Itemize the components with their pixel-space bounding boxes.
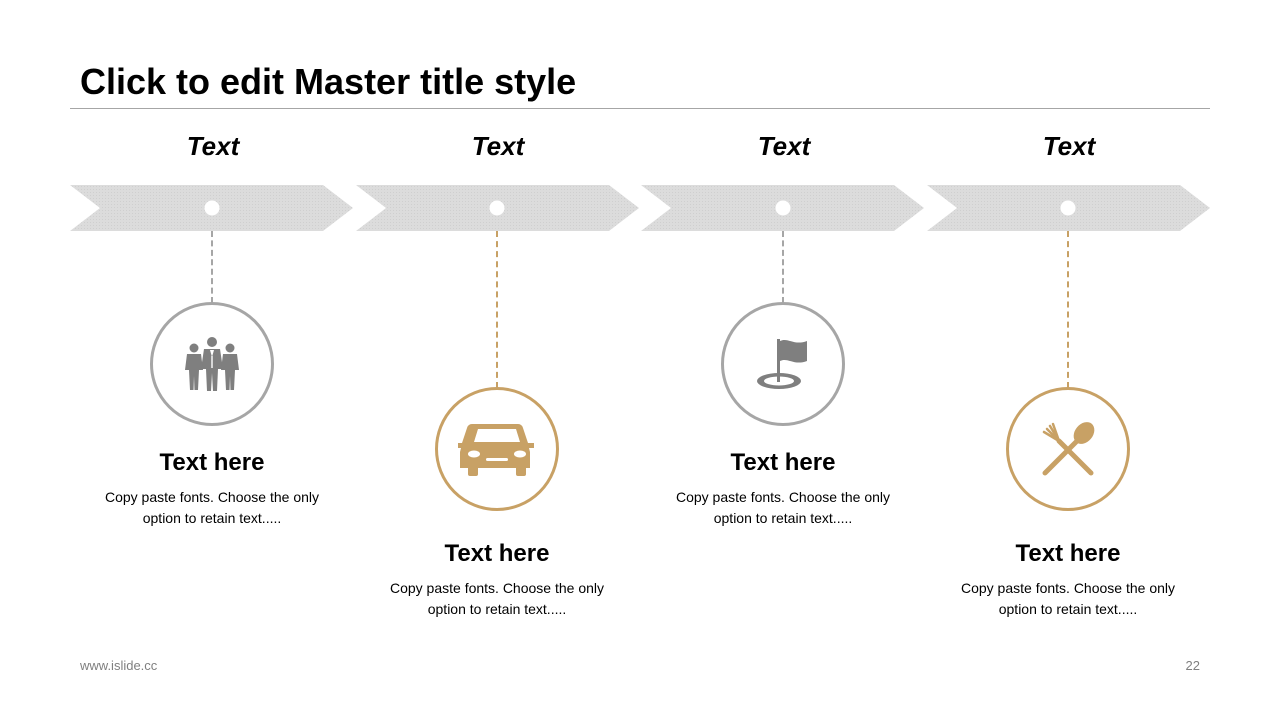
timeline-dot-4	[1060, 200, 1076, 216]
step-4-heading[interactable]: Text here	[1015, 540, 1121, 567]
step-1-label[interactable]: Text	[186, 131, 240, 161]
step-3-label[interactable]: Text	[757, 131, 811, 161]
people-group-icon	[185, 337, 239, 391]
connector-step-4	[1067, 231, 1069, 388]
slide-title[interactable]: Click to edit Master title style	[80, 61, 577, 102]
timeline-dot-1	[204, 200, 220, 216]
connector-step-2	[496, 231, 498, 388]
step-1-body[interactable]: Copy paste fonts. Choose the only option…	[72, 487, 352, 529]
car-icon	[458, 423, 534, 476]
step-3-heading[interactable]: Text here	[730, 449, 836, 476]
step-4-body-line-2: option to retain text.....	[998, 601, 1138, 617]
fork-spoon-icon	[1042, 422, 1095, 476]
step-3-icon-circle[interactable]	[721, 302, 845, 426]
timeline-dot-2	[489, 200, 505, 216]
connector-step-1	[211, 231, 213, 303]
step-2-heading[interactable]: Text here	[444, 540, 550, 567]
flag-icon	[757, 339, 807, 389]
step-2-icon-circle[interactable]	[435, 387, 559, 511]
page-number: 22	[1185, 658, 1200, 673]
step-2-body-line-1: Copy paste fonts. Choose the only	[389, 580, 605, 596]
step-4-icon-circle[interactable]	[1006, 387, 1130, 511]
step-1-body-line-2: option to retain text.....	[142, 510, 282, 526]
step-3-body[interactable]: Copy paste fonts. Choose the only option…	[643, 487, 923, 529]
step-4-body-line-1: Copy paste fonts. Choose the only	[960, 580, 1176, 596]
timeline-dot-3	[775, 200, 791, 216]
step-1-heading[interactable]: Text here	[159, 449, 265, 476]
step-3-body-line-1: Copy paste fonts. Choose the only	[675, 489, 891, 505]
step-4-body[interactable]: Copy paste fonts. Choose the only option…	[928, 578, 1208, 620]
connector-step-3	[782, 231, 784, 303]
step-2-body-line-2: option to retain text.....	[427, 601, 567, 617]
title-divider	[70, 108, 1210, 109]
step-1-body-line-1: Copy paste fonts. Choose the only	[104, 489, 320, 505]
step-1-icon-circle[interactable]	[150, 302, 274, 426]
step-3-body-line-2: option to retain text.....	[713, 510, 853, 526]
step-4-label[interactable]: Text	[1042, 131, 1096, 161]
step-2-label[interactable]: Text	[471, 131, 525, 161]
footer-url: www.islide.cc	[80, 658, 158, 673]
step-2-body[interactable]: Copy paste fonts. Choose the only option…	[357, 578, 637, 620]
